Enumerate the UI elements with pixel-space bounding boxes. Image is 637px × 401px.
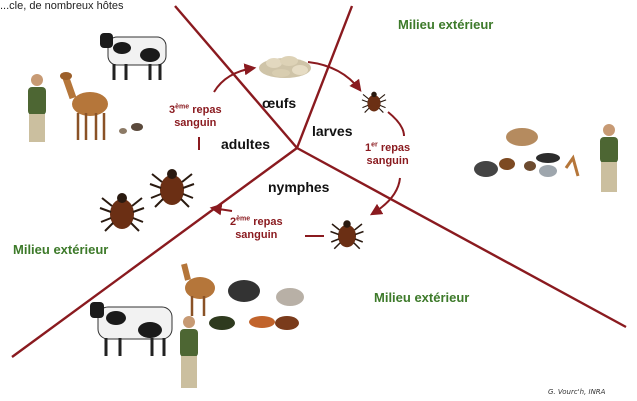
- larva-tick-icon: [362, 92, 386, 113]
- zone-label-left: Milieu extérieur: [13, 243, 108, 256]
- zone-label-bottom-right: Milieu extérieur: [374, 291, 469, 304]
- arrow-third-meal-to-eggs: [214, 68, 254, 92]
- adult-tick-icon: [100, 193, 144, 231]
- stage-label-adults: adultes: [221, 137, 270, 151]
- cow-icon: [90, 302, 172, 356]
- wildlife-group-icon: [474, 128, 578, 177]
- stage-label-nymphs: nymphes: [268, 180, 329, 194]
- small-mammal-icon: [119, 123, 143, 134]
- arrow-eggs-to-larvae: [308, 62, 360, 90]
- person-icon: [28, 74, 46, 142]
- deer-icon: [60, 72, 108, 140]
- cow-icon: [100, 33, 166, 80]
- header-fragment: ...cle, de nombreux hôtes: [0, 0, 124, 12]
- wildlife-group-icon: [209, 280, 304, 330]
- image-credit: G. Vourc'h, INRA: [548, 389, 605, 396]
- person-icon: [180, 316, 198, 388]
- person-icon: [600, 124, 618, 192]
- adult-tick-icon: [150, 169, 194, 207]
- arrow-larvae-to-first-meal: [388, 112, 404, 136]
- first-blood-meal-label: 1er repas sanguin: [365, 142, 410, 168]
- deer-icon: [184, 264, 215, 316]
- third-blood-meal-label: 3ème repas sanguin: [169, 104, 222, 130]
- second-blood-meal-label: 2ème repas sanguin: [230, 216, 283, 242]
- zone-label-top-right: Milieu extérieur: [398, 18, 493, 31]
- nymph-tick-icon: [331, 220, 364, 249]
- stage-label-larvae: larves: [312, 124, 352, 138]
- egg-cluster-icon: [259, 56, 311, 78]
- stage-label-eggs: œufs: [262, 96, 296, 110]
